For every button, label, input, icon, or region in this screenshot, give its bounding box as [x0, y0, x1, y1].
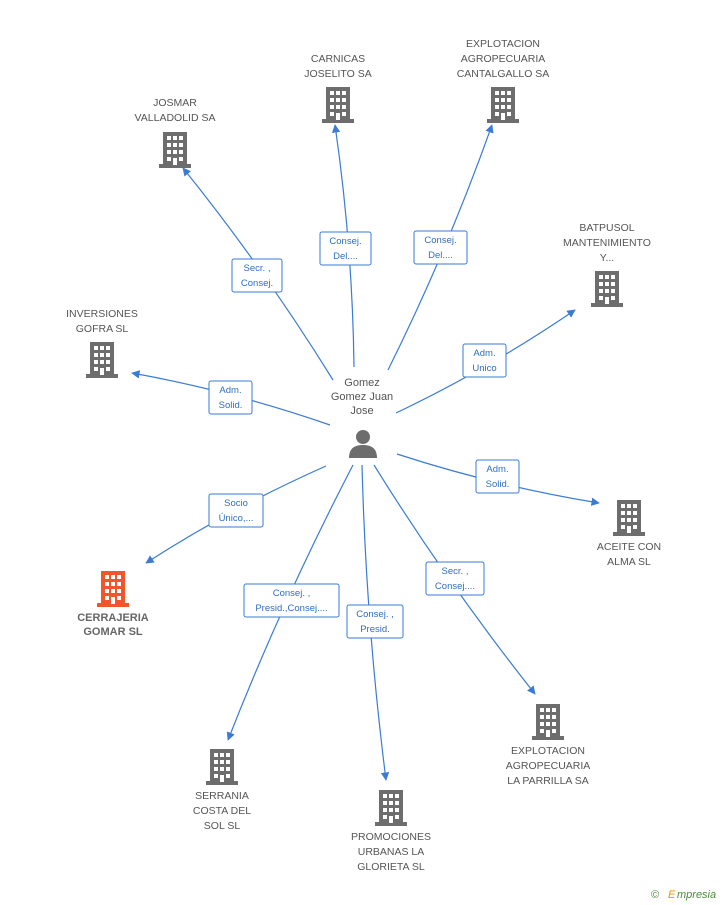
company-node-carnicas[interactable]: CARNICAS JOSELITO SA: [304, 53, 372, 123]
role-box: [243, 583, 340, 618]
role-label-parrilla[interactable]: Secr. , Consej....: [425, 561, 485, 596]
brand-name: mpresia: [677, 889, 716, 901]
role-label-josmar[interactable]: Secr. , Consej.: [231, 258, 283, 293]
role-text-line: Secr. ,: [442, 566, 469, 577]
role-text-line: Consej. ,: [273, 588, 311, 599]
role-labels-layer: Consej. Del.... Consej. Del.... Secr. , Conse…: [208, 230, 520, 639]
company-node-parrilla[interactable]: EXPLOTACION AGROPECUARIA LA PARRILLA SA: [506, 704, 591, 787]
company-node-cantalgallo[interactable]: EXPLOTACION AGROPECUARIA CANTALGALLO SA: [457, 38, 550, 123]
role-text-line: Presid.,Consej....: [255, 603, 327, 614]
role-text-line: Único,...: [219, 513, 254, 524]
brand-initial: E: [668, 889, 676, 901]
company-label-line: ACEITE CON: [597, 541, 661, 553]
company-label-line: AGROPECUARIA: [506, 760, 591, 772]
role-text-line: Del....: [428, 250, 453, 261]
role-text-line: Adm.: [473, 348, 495, 359]
company-node-inversiones[interactable]: INVERSIONES GOFRA SL: [66, 308, 138, 378]
company-node-promociones[interactable]: PROMOCIONES URBANAS LA GLORIETA SL: [351, 790, 431, 873]
role-box: [208, 493, 264, 528]
building-icon: [206, 749, 238, 785]
building-icon: [86, 342, 118, 378]
building-icon: [97, 571, 129, 607]
company-label-line: URBANAS LA: [358, 846, 425, 858]
role-text-line: Unico: [472, 363, 496, 374]
role-box: [462, 343, 507, 378]
person-icon: [349, 430, 377, 458]
company-label-line: AGROPECUARIA: [461, 53, 546, 65]
role-box: [475, 459, 520, 494]
role-text-line: Adm.: [486, 464, 508, 475]
company-label-line: INVERSIONES: [66, 308, 138, 320]
person-name-line-3: Jose: [350, 405, 373, 417]
person-name-line-2: Gomez Juan: [331, 391, 393, 403]
company-label-line: GOMAR SL: [83, 626, 143, 638]
copyright-symbol: ©: [651, 889, 659, 901]
role-label-serrania[interactable]: Consej. , Presid.,Consej....: [243, 583, 340, 618]
footer-brand: © E mpresia: [651, 889, 716, 901]
company-label-line: MANTENIMIENTO: [563, 237, 651, 249]
role-box: [413, 230, 468, 265]
company-node-serrania[interactable]: SERRANIA COSTA DEL SOL SL: [193, 749, 251, 832]
role-text-line: Solid.: [219, 400, 243, 411]
role-box: [231, 258, 283, 293]
role-label-cantalgallo[interactable]: Consej. Del....: [413, 230, 468, 265]
role-label-promociones[interactable]: Consej. , Presid.: [346, 604, 404, 639]
person-name-line-1: Gomez: [344, 377, 379, 389]
company-label-line: JOSMAR: [153, 97, 197, 109]
company-label-line: SOL SL: [204, 820, 241, 832]
building-icon: [532, 704, 564, 740]
company-label-line: ALMA SL: [607, 556, 651, 568]
role-box: [319, 231, 372, 266]
building-icon: [322, 87, 354, 123]
role-text-line: Consej....: [435, 581, 475, 592]
role-box: [346, 604, 404, 639]
company-label-line: CERRAJERIA: [77, 612, 149, 624]
role-text-line: Del....: [333, 251, 358, 262]
role-box: [208, 380, 253, 415]
role-text-line: Presid.: [360, 624, 390, 635]
role-text-line: Secr. ,: [244, 263, 271, 274]
company-node-aceite[interactable]: ACEITE CON ALMA SL: [597, 500, 661, 568]
company-label-line: PROMOCIONES: [351, 831, 431, 843]
role-label-carnicas[interactable]: Consej. Del....: [319, 231, 372, 266]
company-node-cerrajeria[interactable]: CERRAJERIA GOMAR SL: [77, 571, 149, 638]
role-label-batpusol[interactable]: Adm. Unico: [462, 343, 507, 378]
company-node-batpusol[interactable]: BATPUSOL MANTENIMIENTO Y...: [563, 222, 651, 307]
role-text-line: Solid.: [486, 479, 510, 490]
company-label-line: BATPUSOL: [579, 222, 634, 234]
role-text-line: Adm.: [219, 385, 241, 396]
company-label-line: VALLADOLID SA: [135, 112, 216, 124]
company-label-line: COSTA DEL: [193, 805, 251, 817]
building-icon: [159, 132, 191, 168]
role-text-line: Consej.: [241, 278, 273, 289]
company-label-line: EXPLOTACION: [466, 38, 540, 50]
role-label-inversiones[interactable]: Adm. Solid.: [208, 380, 253, 415]
role-text-line: Consej. ,: [356, 609, 394, 620]
building-icon: [487, 87, 519, 123]
company-label-line: LA PARRILLA SA: [507, 775, 589, 787]
building-icon: [613, 500, 645, 536]
company-node-josmar[interactable]: JOSMAR VALLADOLID SA: [135, 97, 216, 168]
company-label-line: CANTALGALLO SA: [457, 68, 550, 80]
role-text-line: Socio: [224, 498, 248, 509]
role-label-aceite[interactable]: Adm. Solid.: [475, 459, 520, 494]
company-label-line: JOSELITO SA: [304, 68, 372, 80]
company-nodes-layer: CARNICAS JOSELITO SA EXPLOTACION AGROPECUAR…: [66, 38, 661, 873]
company-label-line: SERRANIA: [195, 790, 249, 802]
company-label-line: GOFRA SL: [76, 323, 129, 335]
role-text-line: Consej.: [329, 236, 361, 247]
role-box: [425, 561, 485, 596]
company-label-line: Y...: [600, 252, 614, 264]
building-icon: [591, 271, 623, 307]
company-label-line: EXPLOTACION: [511, 745, 585, 757]
role-label-cerrajeria[interactable]: SocioÚnico,...: [208, 493, 264, 528]
company-label-line: CARNICAS: [311, 53, 365, 65]
role-text-line: Consej.: [424, 235, 456, 246]
company-label-line: GLORIETA SL: [357, 861, 425, 873]
person-node[interactable]: Gomez Gomez Juan Jose: [331, 377, 393, 458]
building-icon: [375, 790, 407, 826]
